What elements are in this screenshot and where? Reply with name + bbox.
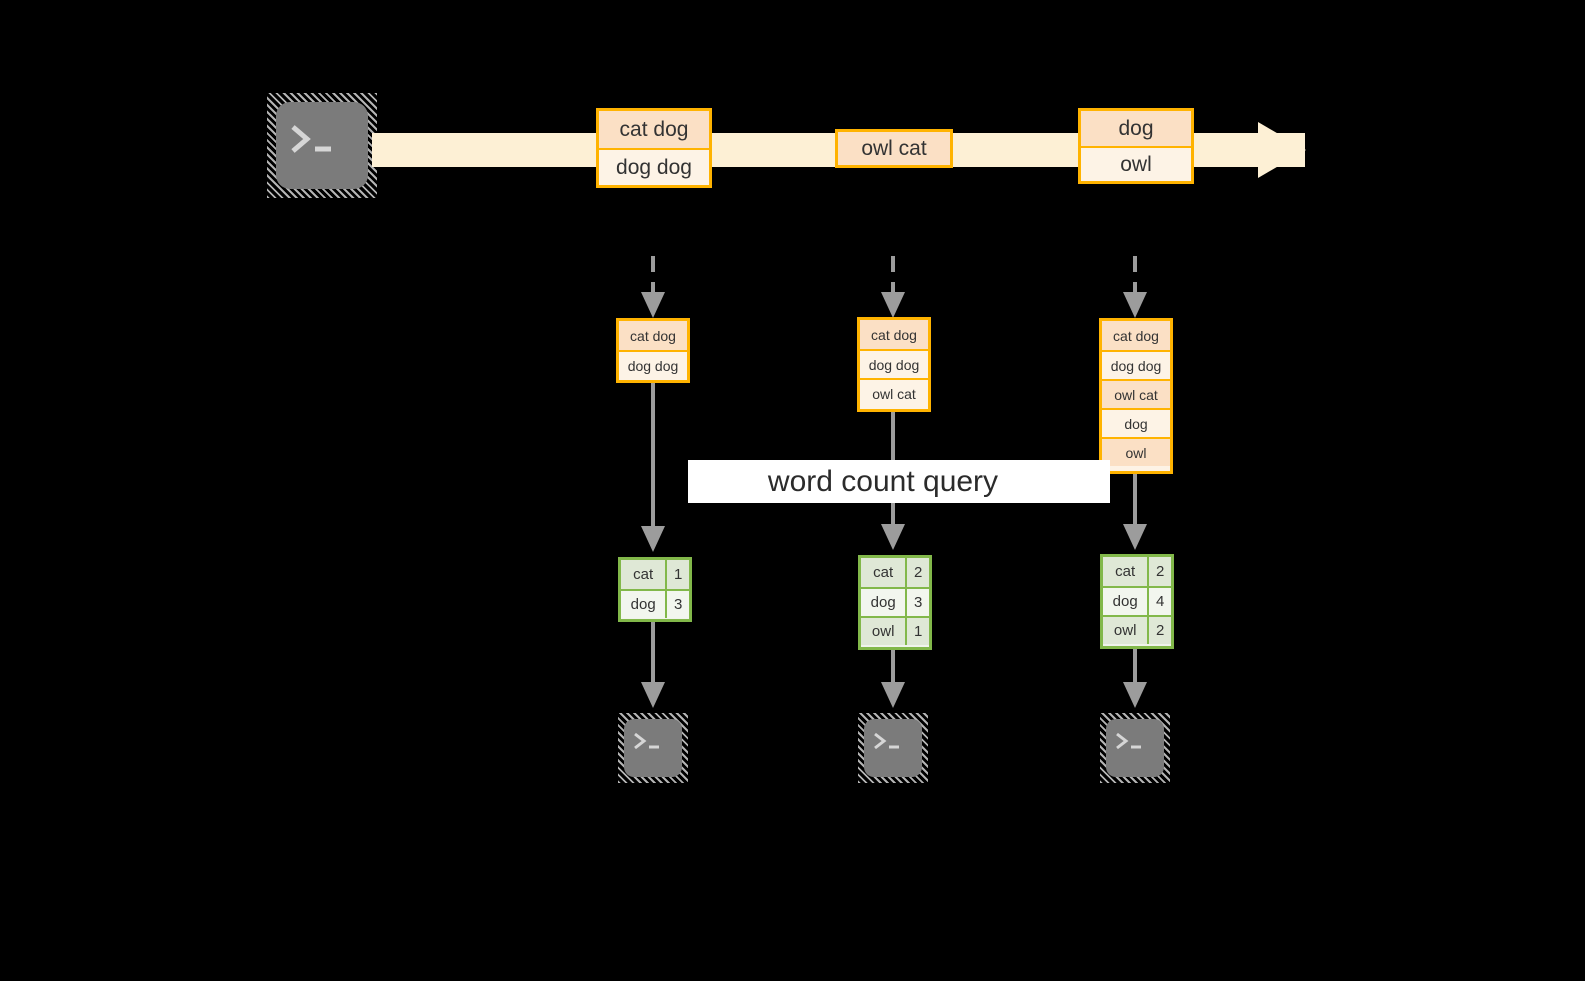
stream-row: cat dog bbox=[599, 111, 709, 148]
stream-batch-2: owl cat bbox=[835, 129, 953, 168]
result-count: 3 bbox=[905, 589, 929, 616]
result-word: owl bbox=[1103, 617, 1148, 644]
result-count: 3 bbox=[665, 591, 689, 618]
result-table-2: cat 2 dog 3 owl 1 bbox=[858, 555, 932, 650]
input-row: dog dog bbox=[1102, 350, 1170, 379]
result-count: 4 bbox=[1147, 588, 1171, 615]
result-row: cat 2 bbox=[861, 558, 929, 587]
result-row: cat 2 bbox=[1103, 557, 1171, 586]
source-terminal-icon bbox=[267, 93, 377, 198]
result-row: owl 2 bbox=[1103, 615, 1171, 644]
result-row: owl 1 bbox=[861, 616, 929, 645]
trigger-arrowhead-2-icon bbox=[881, 292, 905, 318]
result-word: dog bbox=[1103, 588, 1148, 615]
result-row: dog 3 bbox=[861, 587, 929, 616]
query-arrowhead-1-icon bbox=[641, 526, 665, 552]
input-row: dog dog bbox=[860, 349, 928, 378]
query-label-text: word count query bbox=[767, 464, 999, 498]
input-table-1: cat dog dog dog bbox=[616, 318, 690, 383]
result-count: 2 bbox=[1147, 557, 1171, 586]
result-count: 2 bbox=[1147, 617, 1171, 644]
stream-batch-3: dog owl bbox=[1078, 108, 1194, 184]
terminal-face bbox=[276, 102, 368, 189]
result-word: owl bbox=[861, 618, 906, 645]
result-count: 1 bbox=[665, 560, 689, 589]
result-word: dog bbox=[621, 591, 666, 618]
result-row: dog 4 bbox=[1103, 586, 1171, 615]
query-arrowhead-2-icon bbox=[881, 524, 905, 550]
input-row: cat dog bbox=[1102, 321, 1170, 350]
terminal-prompt-glyph-icon bbox=[874, 732, 899, 750]
sink-terminal-1-icon bbox=[618, 713, 688, 783]
stream-batch-1: cat dog dog dog bbox=[596, 108, 712, 188]
result-count: 2 bbox=[905, 558, 929, 587]
sink-arrowhead-1-icon bbox=[641, 682, 665, 708]
result-count: 1 bbox=[905, 618, 929, 645]
sink-terminal-2-icon bbox=[858, 713, 928, 783]
stream-row: owl bbox=[1081, 146, 1191, 181]
event-stream-arrowhead-icon bbox=[1258, 122, 1306, 178]
result-word: cat bbox=[861, 558, 906, 587]
terminal-prompt-glyph-icon bbox=[634, 732, 659, 750]
trigger-arrowhead-1-icon bbox=[641, 292, 665, 318]
sink-connector-1 bbox=[651, 622, 655, 684]
query-arrowhead-3-icon bbox=[1123, 524, 1147, 550]
input-row: owl cat bbox=[860, 378, 928, 407]
result-table-3: cat 2 dog 4 owl 2 bbox=[1100, 554, 1174, 649]
trigger-dashed-connector-2 bbox=[891, 256, 895, 294]
stream-row: dog bbox=[1081, 111, 1191, 146]
sink-connector-2 bbox=[891, 650, 895, 684]
sink-arrowhead-3-icon bbox=[1123, 682, 1147, 708]
result-row: dog 3 bbox=[621, 589, 689, 618]
stream-row: owl cat bbox=[838, 132, 950, 165]
input-row: dog dog bbox=[619, 350, 687, 379]
input-row: owl cat bbox=[1102, 379, 1170, 408]
terminal-prompt-glyph-icon bbox=[1116, 732, 1141, 750]
trigger-dashed-connector-1 bbox=[651, 256, 655, 294]
result-word: dog bbox=[861, 589, 906, 616]
sink-arrowhead-2-icon bbox=[881, 682, 905, 708]
input-row: owl bbox=[1102, 437, 1170, 466]
stream-row: dog dog bbox=[599, 148, 709, 185]
input-row: cat dog bbox=[860, 320, 928, 349]
result-word: cat bbox=[621, 560, 666, 589]
sink-connector-3 bbox=[1133, 649, 1137, 684]
query-connector-3 bbox=[1133, 474, 1137, 526]
query-connector-1 bbox=[651, 383, 655, 528]
input-table-2: cat dog dog dog owl cat bbox=[857, 317, 931, 412]
result-word: cat bbox=[1103, 557, 1148, 586]
result-table-1: cat 1 dog 3 bbox=[618, 557, 692, 622]
result-row: cat 1 bbox=[621, 560, 689, 589]
trigger-arrowhead-3-icon bbox=[1123, 292, 1147, 318]
sink-terminal-3-icon bbox=[1100, 713, 1170, 783]
query-label: word count query bbox=[688, 460, 1110, 503]
input-row: dog bbox=[1102, 408, 1170, 437]
input-row: cat dog bbox=[619, 321, 687, 350]
trigger-dashed-connector-3 bbox=[1133, 256, 1137, 294]
terminal-prompt-glyph-icon bbox=[291, 125, 331, 153]
input-table-3: cat dog dog dog owl cat dog owl bbox=[1099, 318, 1173, 474]
